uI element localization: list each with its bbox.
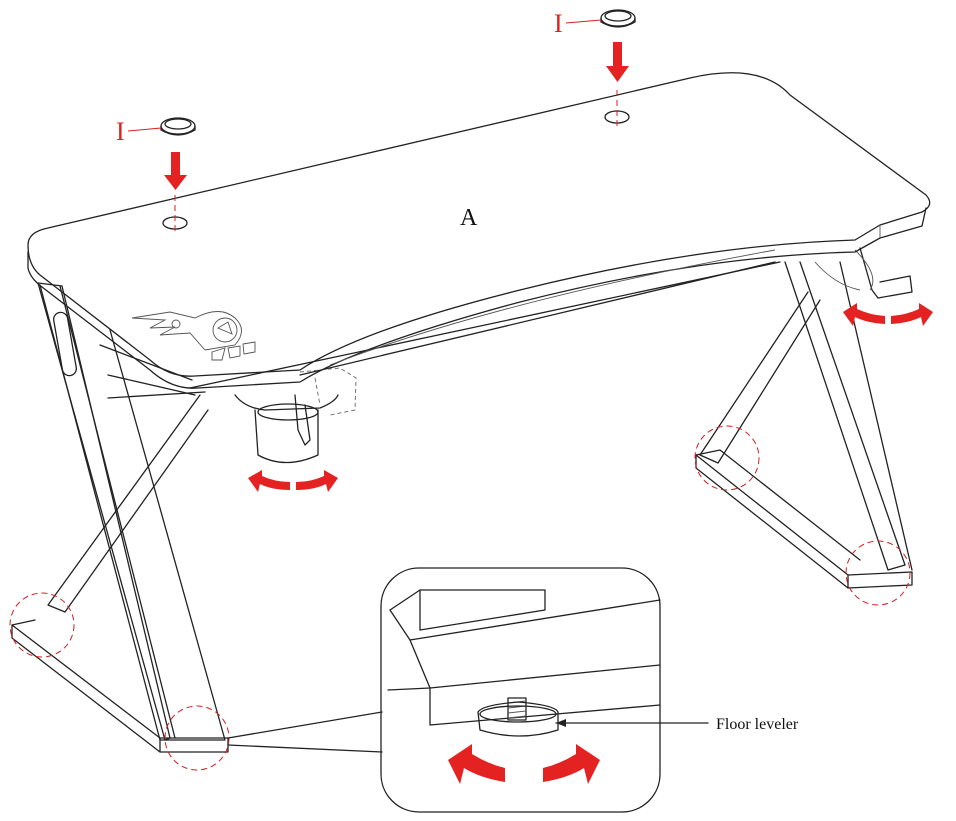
logo-emblem bbox=[131, 311, 256, 361]
desktop-panel-a bbox=[27, 72, 931, 389]
floor-leveler-label: Floor leveler bbox=[716, 716, 799, 733]
panel-label: A bbox=[460, 205, 478, 231]
foot-marker-circle bbox=[694, 425, 760, 491]
cable-slot bbox=[53, 311, 77, 377]
floor-leveler-detail bbox=[227, 567, 709, 813]
headphone-hook bbox=[859, 247, 913, 299]
grommet-hole-left bbox=[162, 195, 188, 233]
grommet-icon bbox=[127, 117, 196, 136]
grommet-label-right: I bbox=[554, 9, 563, 38]
foot-marker-circle bbox=[845, 540, 911, 606]
down-arrow-icon bbox=[164, 152, 187, 190]
down-arrow-icon bbox=[606, 42, 629, 82]
rotate-arrows-icon bbox=[843, 303, 933, 326]
rotate-arrows-icon bbox=[448, 744, 600, 784]
foot-marker-circle bbox=[9, 592, 75, 658]
grommet-label-left: I bbox=[116, 117, 125, 146]
desk-frame bbox=[11, 247, 913, 753]
grommet-icon bbox=[565, 9, 636, 28]
cup-holder bbox=[234, 367, 357, 464]
grommet-hole-right bbox=[604, 90, 630, 128]
rotate-arrows-icon bbox=[248, 470, 338, 492]
